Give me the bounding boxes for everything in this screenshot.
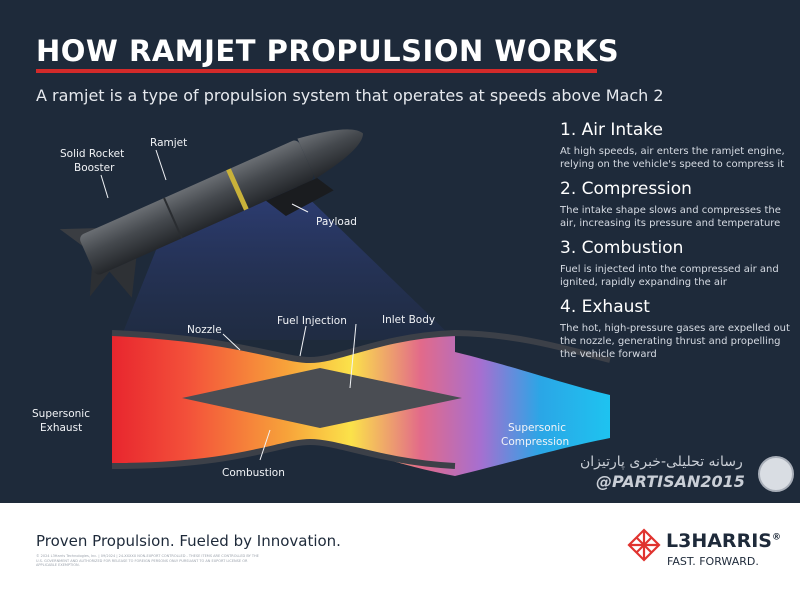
step-compression: 2. Compression The intake shape slows an… — [560, 179, 790, 230]
step-air-intake: 1. Air Intake At high speeds, air enters… — [560, 120, 790, 171]
watermark-seal-icon — [758, 456, 794, 492]
missile-ring — [226, 168, 249, 211]
footer-fine-print: © 2024 L3Harris Technologies, Inc. | 09/… — [36, 554, 259, 567]
page-subtitle: A ramjet is a type of propulsion system … — [36, 86, 664, 105]
l3harris-logo-icon — [627, 528, 661, 562]
inlet-body — [182, 368, 462, 428]
footer-tagline: Proven Propulsion. Fueled by Innovation. — [36, 532, 341, 550]
brand-registered-mark: ® — [771, 532, 781, 543]
label-booster-line2: Booster — [74, 162, 115, 174]
step-exhaust: 4. Exhaust The hot, high-pressure gases … — [560, 297, 790, 361]
label-inlet-body: Inlet Body — [382, 314, 435, 326]
page-title: HOW RAMJET PROPULSION WORKS — [36, 34, 620, 68]
label-supersonic-exhaust-line1: Supersonic — [32, 408, 90, 420]
label-combustion: Combustion — [222, 467, 285, 479]
label-supersonic-compression-line1: Supersonic — [508, 422, 566, 434]
engine-wall-lower — [111, 438, 456, 469]
title-underline — [36, 69, 597, 73]
step-combustion: 3. Combustion Fuel is injected into the … — [560, 238, 790, 289]
brand-name: L3HARRIS® — [666, 530, 781, 552]
missile-nose — [297, 129, 364, 179]
watermark-persian: رسانه تحلیلی-خبری پارتیزان — [580, 454, 743, 470]
label-fuel-injection: Fuel Injection — [277, 315, 347, 327]
infographic-panel: HOW RAMJET PROPULSION WORKS A ramjet is … — [0, 0, 800, 503]
step-description: The hot, high-pressure gases are expelle… — [560, 323, 790, 360]
missile-body — [80, 140, 314, 275]
step-title: 1. Air Intake — [560, 120, 663, 140]
step-title: 2. Compression — [560, 179, 692, 199]
missile — [59, 129, 364, 298]
step-title: 3. Combustion — [560, 238, 684, 258]
brand-tagline: FAST. FORWARD. — [667, 555, 759, 568]
label-payload: Payload — [316, 216, 357, 228]
label-nozzle: Nozzle — [187, 324, 222, 336]
step-description: Fuel is injected into the compressed air… — [560, 264, 779, 288]
step-title: 4. Exhaust — [560, 297, 650, 317]
label-booster-line1: Solid Rocket — [60, 148, 124, 160]
label-supersonic-exhaust-line2: Exhaust — [40, 422, 82, 434]
engine-wall-upper — [111, 329, 611, 364]
label-ramjet: Ramjet — [150, 137, 187, 149]
watermark-handle: @PARTISAN2015 — [596, 472, 745, 491]
step-description: The intake shape slows and compresses th… — [560, 205, 781, 229]
steps-list: 1. Air Intake At high speeds, air enters… — [560, 120, 790, 369]
brand-name-text: L3HARRIS — [666, 530, 772, 552]
ramjet-diagram: Solid Rocket Booster Ramjet Payload Nozz… — [32, 129, 611, 479]
air-intake — [265, 178, 334, 217]
step-description: At high speeds, air enters the ramjet en… — [560, 146, 785, 170]
label-supersonic-compression-line2: Compression — [501, 436, 569, 448]
